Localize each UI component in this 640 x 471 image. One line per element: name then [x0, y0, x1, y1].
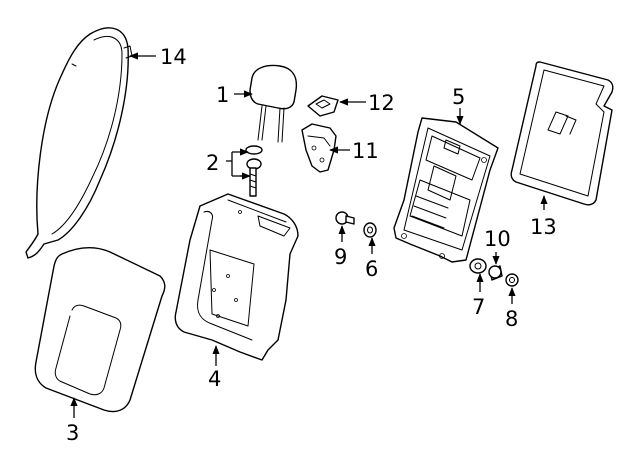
latch-cover [301, 123, 337, 173]
bushing [488, 265, 503, 281]
callout-9: 9 [334, 245, 347, 269]
nut [469, 258, 487, 274]
callout-14: 14 [160, 45, 187, 69]
washer [363, 222, 377, 238]
callout-8: 8 [505, 307, 518, 331]
seat-cushion-cover [34, 247, 166, 413]
callout-11: 11 [352, 139, 379, 163]
nut-small [505, 273, 519, 287]
callout-2: 2 [206, 151, 219, 175]
pivot-bolt [335, 211, 355, 225]
callout-4: 4 [208, 367, 221, 391]
back-panel [510, 61, 614, 206]
callout-labels: 14 1 2 12 11 5 9 6 10 7 8 13 4 3 [66, 45, 557, 445]
headrest [249, 64, 298, 143]
callout-6: 6 [365, 257, 378, 281]
callout-5: 5 [452, 85, 465, 109]
callout-1: 1 [216, 83, 229, 107]
release-button [307, 95, 339, 117]
callout-12: 12 [368, 91, 395, 115]
callout-13: 13 [530, 215, 557, 239]
leader-2 [226, 151, 246, 177]
callout-7: 7 [472, 295, 485, 319]
backrest-frame [393, 117, 499, 263]
callout-10: 10 [484, 227, 511, 251]
leader-lines [70, 52, 548, 418]
callout-3: 3 [66, 421, 79, 445]
backrest-foam [174, 193, 299, 361]
headrest-guide [245, 145, 263, 197]
side-bolster-trim [25, 27, 133, 259]
